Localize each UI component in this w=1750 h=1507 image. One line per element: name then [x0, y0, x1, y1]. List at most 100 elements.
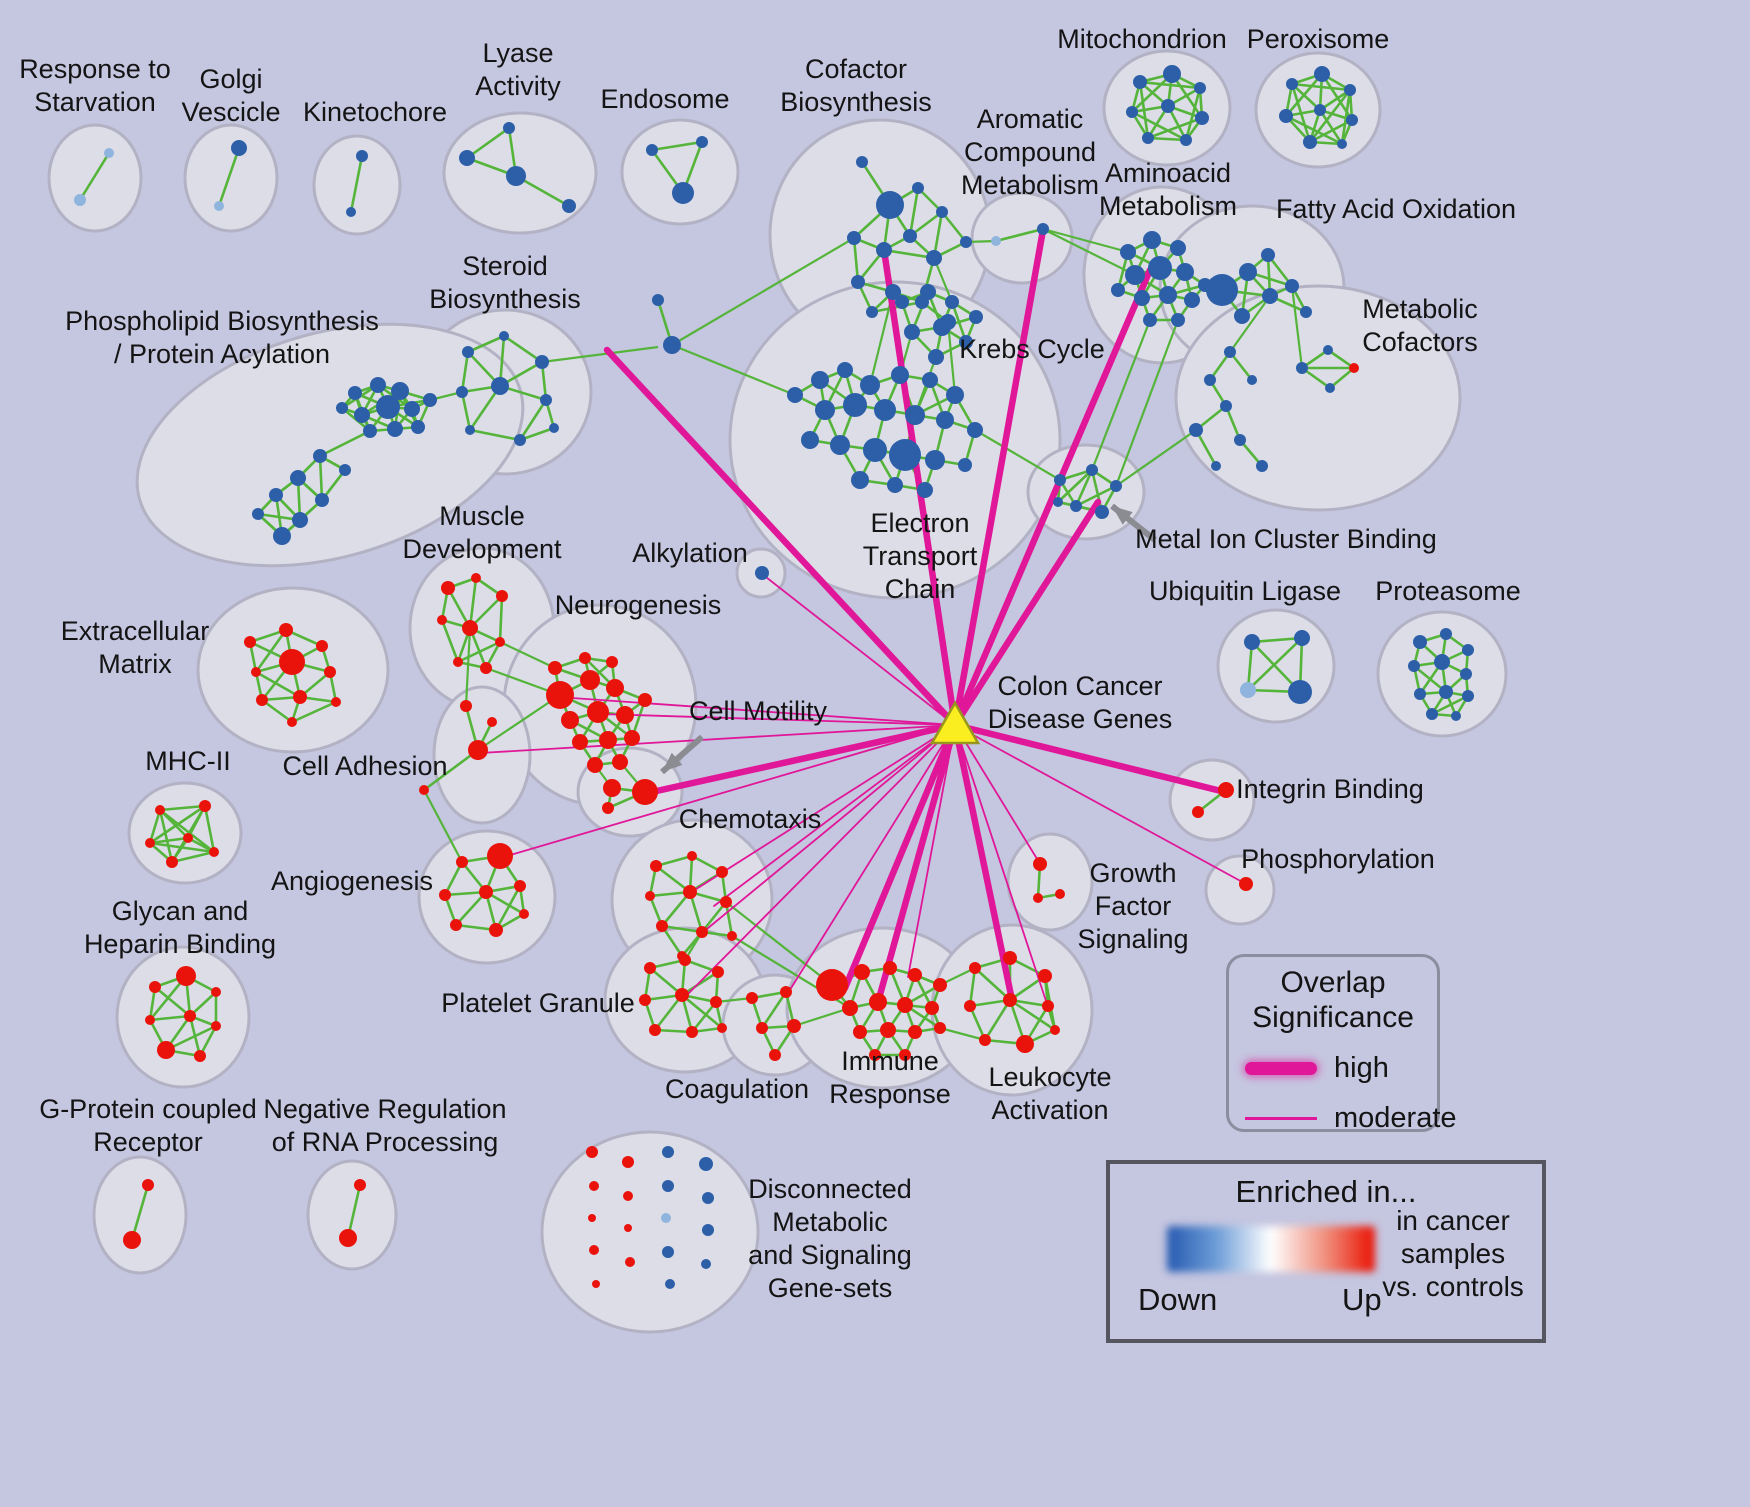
gene-set-node: [1050, 1025, 1060, 1035]
gene-set-node: [599, 731, 617, 749]
gene-set-overlap-edge: [503, 334, 543, 364]
gene-set-node: [184, 1010, 196, 1022]
gene-set-node: [623, 1191, 633, 1201]
gene-set-node: [672, 182, 694, 204]
gene-set-node: [925, 1001, 939, 1015]
gene-set-node: [928, 349, 944, 365]
gene-set-node: [1337, 139, 1347, 149]
cluster-label-fatty-acid-oxidation: Fatty Acid Oxidation: [1276, 194, 1516, 224]
gene-set-node: [348, 386, 362, 400]
gene-set-node: [572, 734, 588, 750]
gene-set-overlap-edge: [1309, 118, 1353, 144]
gene-set-node: [646, 144, 658, 156]
gene-set-node: [1148, 256, 1172, 280]
gene-set-overlap-edge: [203, 805, 216, 853]
gene-set-node: [1126, 106, 1138, 118]
inter-cluster-edge: [671, 237, 855, 346]
gene-set-node: [1218, 782, 1234, 798]
significance-edge-moderate: [954, 724, 1247, 885]
gene-set-node: [499, 331, 509, 341]
overlap-legend-title: Overlap Significance: [1229, 965, 1437, 1035]
gene-set-node: [155, 805, 165, 815]
gene-set-node: [324, 666, 336, 678]
gene-set-node: [612, 754, 628, 770]
significance-edge-high: [951, 266, 1154, 729]
inter-cluster-edge: [671, 343, 796, 397]
inter-cluster-edge: [464, 627, 472, 707]
gene-set-node: [1033, 893, 1043, 903]
gene-set-overlap-edge: [1131, 110, 1187, 142]
gene-set-node: [925, 450, 945, 470]
gene-set-node: [815, 400, 835, 420]
significance-edge-moderate: [954, 724, 1049, 1008]
gene-set-node: [887, 477, 903, 493]
enrichment-gradient-bar: [1167, 1226, 1375, 1272]
cluster-label-peroxisome: Peroxisome: [1247, 24, 1390, 54]
gene-set-overlap-edge: [700, 901, 728, 933]
cluster-label-cell-adhesion: Cell Adhesion: [282, 751, 447, 781]
inter-cluster-edge: [793, 1006, 851, 1028]
gene-set-node: [292, 512, 308, 528]
gene-set-node: [592, 1280, 600, 1288]
gene-set-node: [1344, 84, 1356, 96]
gene-set-node: [1184, 292, 1200, 308]
gene-set-node: [363, 424, 377, 438]
gene-set-node: [316, 640, 328, 652]
inter-cluster-edge: [974, 429, 1061, 481]
gene-set-node: [904, 324, 920, 340]
gene-set-node: [665, 1279, 675, 1289]
gene-set-node: [1086, 464, 1098, 476]
inter-cluster-edge: [1090, 319, 1152, 471]
inter-cluster-edge: [477, 694, 561, 751]
gene-set-node: [702, 1224, 714, 1236]
gene-set-overlap-edge: [254, 629, 288, 673]
gene-set-overlap-edge: [318, 455, 324, 501]
gene-set-node: [519, 909, 529, 919]
gene-set-node: [959, 335, 973, 349]
gene-set-overlap-edge: [883, 248, 935, 260]
gene-set-node: [1244, 634, 1260, 650]
gene-set-node: [209, 847, 219, 857]
gene-set-node: [453, 657, 463, 667]
gene-set-node: [514, 880, 526, 892]
gene-set-overlap-edge: [1090, 469, 1104, 513]
gene-set-node: [746, 992, 758, 1004]
gene-set-node: [991, 236, 1001, 246]
gene-set-node: [769, 1049, 781, 1061]
gene-set-node: [656, 920, 668, 932]
gene-set-node: [423, 393, 437, 407]
gene-set-node: [157, 1041, 175, 1059]
significance-edge-high: [951, 226, 1047, 729]
gene-set-node: [1125, 265, 1145, 285]
cluster-ellipse-proteasome: [1376, 610, 1508, 738]
gene-set-node: [787, 387, 803, 403]
gene-set-node: [1462, 644, 1474, 656]
gene-set-node: [920, 284, 936, 300]
overlap-legend-title-line2: Significance: [1252, 1001, 1414, 1034]
significance-edge-moderate: [701, 724, 956, 934]
gene-set-node: [787, 1019, 801, 1033]
gene-set-node: [1286, 78, 1298, 90]
gene-set-node: [391, 382, 409, 400]
cluster-label-phosphorylation: Phosphorylation: [1241, 844, 1435, 874]
gene-set-node: [727, 931, 737, 941]
gene-set-node: [1170, 240, 1186, 256]
gene-set-overlap-edge: [518, 399, 548, 441]
gene-set-node: [462, 346, 474, 358]
gene-set-overlap-edge: [467, 334, 505, 354]
gene-set-node: [1234, 308, 1250, 324]
gene-set-node: [816, 969, 848, 1001]
gene-set-overlap-edge: [1329, 367, 1355, 389]
gene-set-node: [587, 757, 603, 773]
gene-set-overlap-edge: [1285, 73, 1323, 117]
gene-set-overlap-edge: [460, 351, 470, 393]
gene-set-node: [905, 405, 925, 425]
gene-set-overlap-edge: [995, 227, 1044, 243]
gene-set-node: [687, 851, 697, 861]
cell-motility-arrow-head: [662, 752, 683, 772]
cluster-ellipse-mhc-ii: [127, 781, 243, 885]
cluster-ellipse-endosome: [620, 118, 740, 226]
gene-set-node: [683, 885, 697, 899]
